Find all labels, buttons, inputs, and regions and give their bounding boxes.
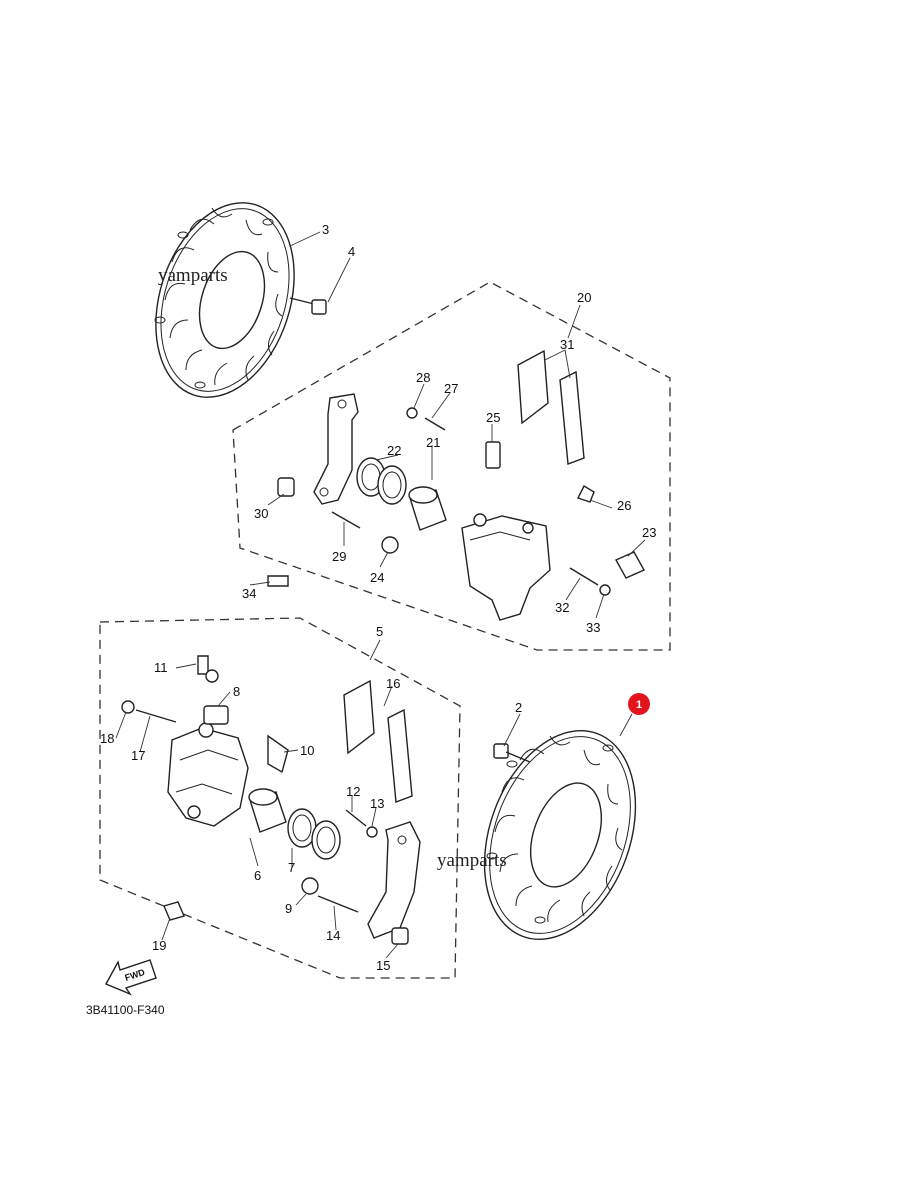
callout-19: 19	[152, 938, 166, 953]
callout-2: 2	[515, 700, 522, 715]
callout-16: 16	[386, 676, 400, 691]
small-parts-bottom	[121, 655, 409, 945]
watermark-bottom: yamparts	[437, 850, 507, 871]
callout-20: 20	[577, 290, 591, 305]
callout-21: 21	[426, 435, 440, 450]
badge-number: 1	[636, 699, 642, 711]
caliper-body-top	[461, 513, 551, 621]
callout-8: 8	[233, 684, 240, 699]
callout-12: 12	[346, 784, 360, 799]
callout-3: 3	[322, 222, 329, 237]
callout-labels: 3 4 20 31 28 27 25 21 22 26 23 30 29 24 …	[100, 222, 656, 973]
callout-10: 10	[300, 743, 314, 758]
callout-30: 30	[254, 506, 268, 521]
callout-33: 33	[586, 620, 600, 635]
callout-26: 26	[617, 498, 631, 513]
disc-bolt-main	[493, 743, 531, 763]
callout-28: 28	[416, 370, 430, 385]
brake-disc-top	[154, 202, 295, 398]
callout-15: 15	[376, 958, 390, 973]
callout-24: 24	[370, 570, 384, 585]
callout-23: 23	[642, 525, 656, 540]
watermark-top: yamparts	[158, 265, 228, 286]
callout-31: 31	[560, 337, 574, 352]
fwd-arrow-icon: FWD	[105, 959, 157, 996]
piston-seals-bottom	[287, 808, 341, 860]
callout-13: 13	[370, 796, 384, 811]
brake-disc-main	[483, 730, 637, 940]
callout-27: 27	[444, 381, 458, 396]
callout-14: 14	[326, 928, 340, 943]
callout-5: 5	[376, 624, 383, 639]
highlight-badge-1: 1	[628, 693, 650, 715]
leader-lines	[115, 231, 646, 959]
brake-pads-bottom	[343, 679, 413, 803]
callout-9: 9	[285, 901, 292, 916]
piston-seals-top	[356, 457, 407, 505]
piston-top	[408, 486, 447, 531]
callout-11: 11	[154, 660, 168, 675]
callout-17: 17	[131, 748, 145, 763]
callout-18: 18	[100, 731, 114, 746]
caliper-body-bottom	[167, 722, 249, 827]
callout-32: 32	[555, 600, 569, 615]
callout-29: 29	[332, 549, 346, 564]
disc-bolt-top	[289, 297, 327, 315]
piston-bottom	[248, 788, 287, 833]
rear-caliper-group-outline	[232, 281, 671, 651]
front-caliper-group-outline	[99, 617, 461, 979]
callout-4: 4	[348, 244, 355, 259]
small-parts-top	[267, 407, 645, 596]
callout-6: 6	[254, 868, 261, 883]
caliper-bracket-bottom	[367, 821, 421, 939]
callout-25: 25	[486, 410, 500, 425]
callout-7: 7	[288, 860, 295, 875]
caliper-bracket-top	[313, 393, 359, 505]
callout-22: 22	[387, 443, 401, 458]
diagram-code: 3B41100-F340	[86, 1003, 165, 1017]
brake-pads-top	[517, 349, 585, 465]
callout-34: 34	[242, 586, 256, 601]
